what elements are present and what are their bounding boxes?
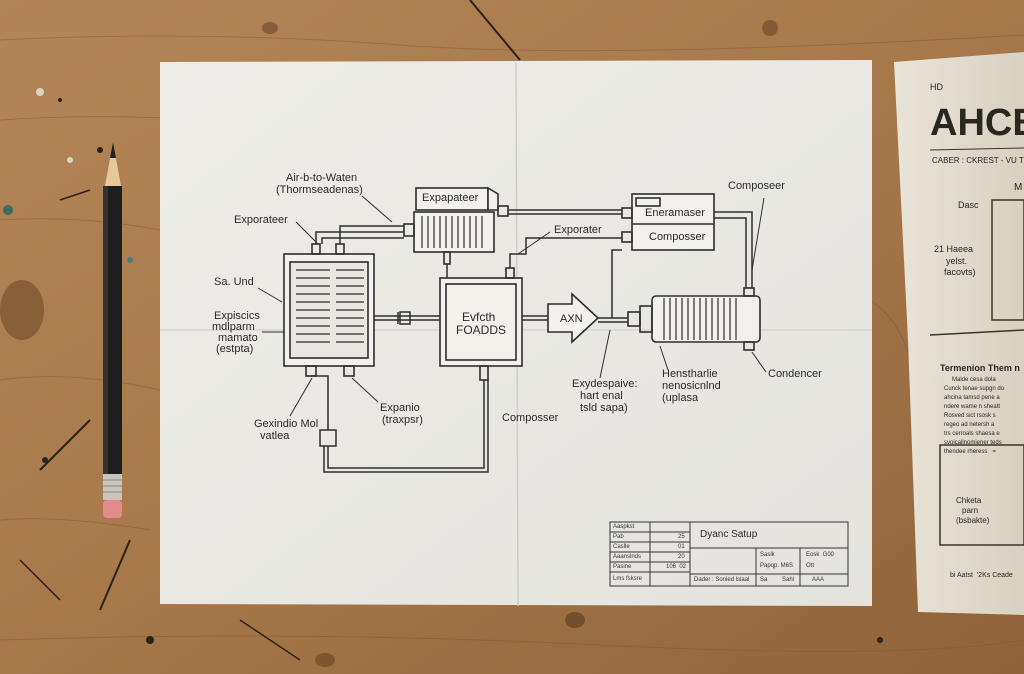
condencer-label: Condencer [768,368,822,380]
air-to-water-label: Air-b-to-Waten [286,172,358,184]
expiscics-label-1: Expiscics [214,310,260,322]
wood-knots-and-scratches [0,0,883,667]
exydespaive-label-3: tsld sapa) [580,402,628,414]
composeer-top-label: Composeer [728,180,785,192]
composser-box-label: Composser [649,231,706,243]
title-row-left-4: Pasine [613,564,632,570]
title-cell-a2: Papqp. M6S [760,563,794,569]
expapateer-label: Expapateer [422,192,479,204]
title-row-left-2: Caslle [613,544,630,550]
title-row-left-1: Pab [613,534,624,540]
title-row-mid-2: 01 [678,544,685,550]
right-doc-heading: Termenion Them n [940,363,1020,373]
left-heat-exchanger [283,243,375,377]
right-doc-body-4: Rosved sict rsosk s [944,413,996,419]
title-block-footer: Dader : Sonied lslaal [694,577,750,583]
title-row-mid-1: 25 [678,534,685,540]
right-doc-m: M [1014,182,1023,193]
hvac-schematic [257,186,767,473]
leader-arrows [257,195,767,417]
right-doc-hd: HD [930,82,943,92]
expanio-label-2: (traxpsr) [382,414,423,426]
thermsea-label: (Thormseadenas) [276,184,363,196]
title-row-left-0: Aaspkst [613,524,635,530]
right-doc-body-8: thendee rheress = [944,449,996,455]
right-doc-box-2: parn [962,506,979,515]
center-evfcth-box [439,267,523,381]
right-doc-body-1: Cunck tenae supgn do [944,386,1005,392]
right-doc-line-1: 21 Haeea [934,244,974,254]
right-doc-body-3: ndere wame n sheatt [944,404,1001,410]
right-composer-box [621,193,715,251]
right-doc-footer: bi Aatst '2Ks Ceade [950,572,1013,579]
right-document-sheet [894,52,1024,615]
right-doc-title: AHCB [930,102,1024,144]
center-box-label-1: Evfcth [462,310,496,324]
axn-arrow [547,292,600,344]
henstharie-label-2: nenosicnlnd [662,380,721,392]
pencil [103,142,122,518]
title-row-mid-3: 20 [678,554,685,560]
center-box-label-2: FOADDS [456,323,507,337]
expiscics-label-4: (estpta) [216,343,254,355]
gexindio-label-1: Gexindio Mol [254,418,319,430]
pipes [311,209,753,473]
right-doc-body-7: svoicallnomiener teds [944,440,1002,446]
wood-grain [0,34,1024,652]
composser-bottom-label: Composser [502,412,559,424]
henstharie-label-1: Henstharlie [662,368,718,380]
title-row-mid-4: 106 02 [666,564,687,570]
expiscics-label-3: mamato [218,332,258,344]
title-cell-b1: Eosk G00 [806,552,835,558]
right-doc-body-6: trs cerroals shaesa e [944,431,1000,437]
right-doc-body-5: regeo ad netersh a [944,422,995,428]
title-cell-a1: Saslk [760,552,775,558]
right-doc-line-3: facovts) [944,267,976,277]
title-cell-c1: Sa [760,577,768,583]
sa-und-label: Sa. Und [214,276,254,288]
right-doc-sub: CABER : CKREST - VU TRE [932,156,1024,165]
right-doc-box-3: (bsbakte) [956,516,990,525]
title-row-left-5: Lms fsksre [613,576,643,582]
title-row-left-3: Aaanslnds [613,554,642,560]
henstharie-label-3: (uplasa [662,392,699,404]
exydespaive-label-1: Exydespaive: [572,378,638,390]
title-block [609,521,849,587]
gexindio-label-2: vatlea [260,430,290,442]
title-cell-c3: AAA [812,577,825,583]
right-doc-body-2: ahcina tamsd pene a [944,395,1000,401]
expiscics-label-2: mdlparm [212,321,255,333]
right-doc-box-1: Chketa [956,496,982,505]
eneramaser-label: Eneramaser [645,207,705,219]
title-block-name: Dyanc Satup [700,529,758,540]
title-cell-c2: Sahl [782,577,795,583]
exporateer-left-label: Exporateer [234,214,288,226]
exporater-mid-label: Exporater [554,224,602,236]
right-doc-dasc: Dasc [958,200,979,210]
title-cell-b2: Ott [806,563,815,569]
top-expapateer-unit [403,186,509,265]
exydespaive-label-2: hart enal [580,390,623,402]
condenser-cylinder [627,287,761,351]
expanio-label-1: Expanio [380,402,420,414]
right-doc-body-0: Malde cesa dola [952,377,996,383]
axn-label: AXN [560,313,583,325]
right-doc-line-2: yelst. [946,256,968,266]
